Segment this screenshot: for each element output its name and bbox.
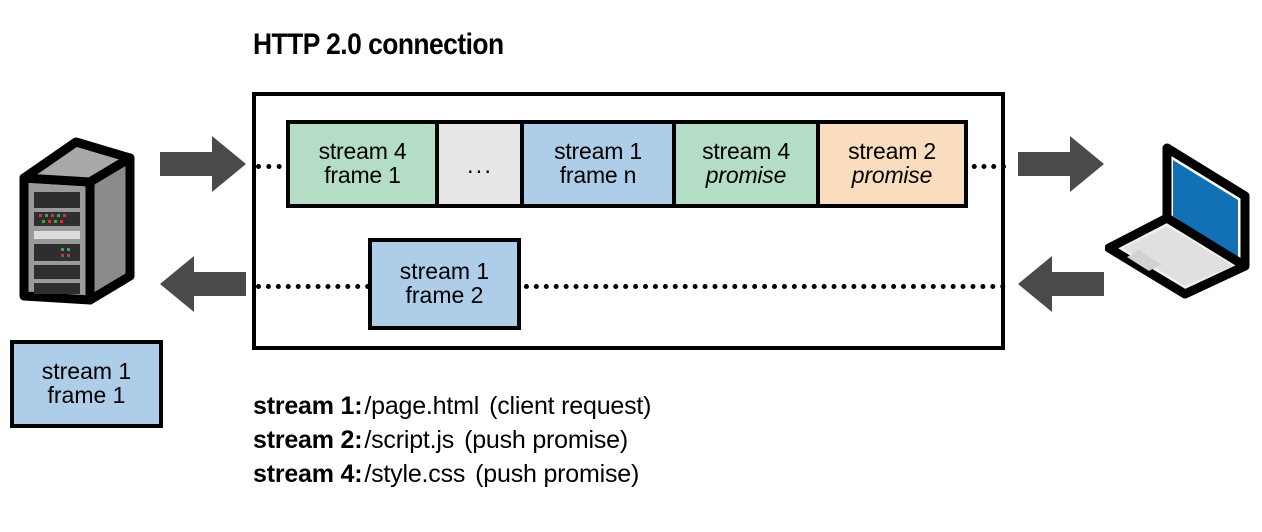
wire-upstream-left xyxy=(256,164,292,169)
laptop-icon xyxy=(1104,140,1255,305)
frame-strip: stream 4 frame 1 ··· stream 1 frame n st… xyxy=(286,120,968,208)
legend-row: stream 4:/style.css (push promise) xyxy=(253,460,651,489)
legend-stream-label: stream 2: xyxy=(253,426,363,454)
arrow-left-to-server xyxy=(160,256,246,312)
ellipsis-icon: ··· xyxy=(466,156,493,183)
legend-note: (client request) xyxy=(489,392,652,420)
frame-line2: promise xyxy=(705,162,787,188)
arrow-left-from-client xyxy=(1018,256,1104,312)
frame-line2: frame 2 xyxy=(405,282,484,308)
frame-cell-stream1-frame1-detached: stream 1 frame 1 xyxy=(10,340,163,428)
legend-row: stream 2:/script.js (push promise) xyxy=(253,426,651,455)
arrow-right-to-connection xyxy=(160,136,246,192)
frame-line1: stream 1 xyxy=(554,138,642,165)
frame-line2: frame 1 xyxy=(324,162,401,188)
frame-cell-stream4-promise: stream 4 promise xyxy=(676,124,820,204)
stream-legend: stream 1:/page.html (client request) stre… xyxy=(253,392,651,494)
legend-row: stream 1:/page.html (client request) xyxy=(253,392,651,421)
frame-cell-ellipsis: ··· xyxy=(439,124,524,204)
wire-upstream-right xyxy=(962,164,1006,169)
legend-resource: /page.html xyxy=(364,392,480,420)
server-tower-icon xyxy=(18,136,136,311)
frame-line2: promise xyxy=(851,162,933,188)
frame-line2: frame n xyxy=(559,162,637,188)
frame-cell-stream2-promise: stream 2 promise xyxy=(820,124,964,204)
frame-line1: stream 4 xyxy=(702,138,790,165)
wire-downstream xyxy=(256,284,1006,289)
legend-note: (push promise) xyxy=(464,426,628,454)
frame-line1: stream 1 xyxy=(41,358,132,385)
frame-line2: frame 1 xyxy=(47,382,126,408)
frame-cell-stream4-frame1: stream 4 frame 1 xyxy=(290,124,439,204)
legend-stream-label: stream 4: xyxy=(253,460,363,488)
legend-resource: /style.css xyxy=(364,460,466,488)
frame-line1: stream 2 xyxy=(848,138,936,165)
legend-note: (push promise) xyxy=(475,460,640,488)
frame-cell-stream1-framen: stream 1 frame n xyxy=(524,124,676,204)
legend-stream-label: stream 1: xyxy=(253,392,363,420)
page-title: HTTP 2.0 connection xyxy=(253,28,504,61)
frame-cell-stream1-frame2: stream 1 frame 2 xyxy=(368,238,521,330)
arrow-right-to-client xyxy=(1018,136,1104,192)
legend-resource: /script.js xyxy=(364,426,455,454)
frame-line1: stream 1 xyxy=(399,258,490,285)
frame-line1: stream 4 xyxy=(318,138,407,165)
